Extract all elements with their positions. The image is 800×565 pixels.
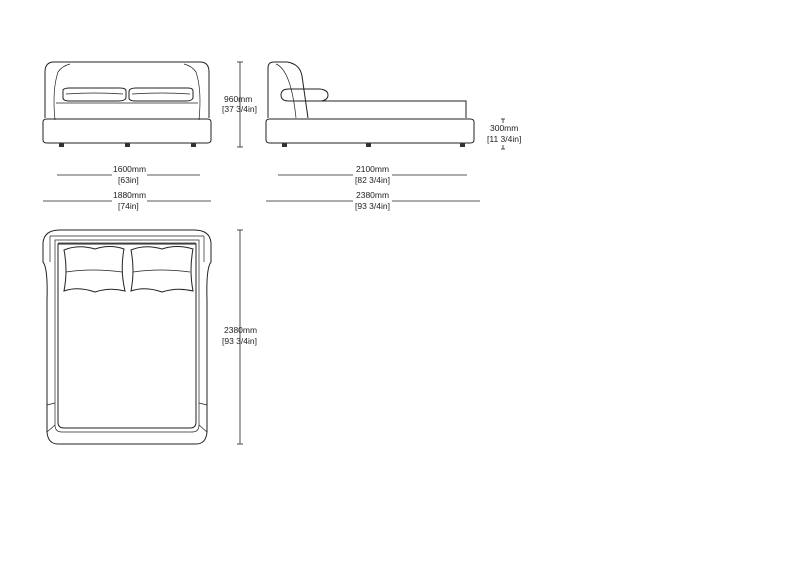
front-pillow-left: [62, 87, 127, 102]
side-inner-length-in: [82 3/4in]: [355, 175, 390, 185]
side-inner-length-mm: 2100mm: [356, 164, 389, 174]
top-length-dimension: [237, 229, 243, 445]
side-height-mm: 300mm: [490, 123, 518, 133]
front-headboard-wing-left: [53, 63, 71, 121]
side-length-dimensions: [266, 174, 480, 202]
side-height-in: [11 3/4in]: [487, 134, 521, 144]
side-base: [265, 118, 475, 144]
front-outer-width-mm: 1880mm: [113, 190, 146, 200]
side-foot-3: [460, 143, 465, 147]
front-height-in: [37 3/4in]: [222, 104, 257, 114]
front-pillow-right: [128, 87, 194, 102]
front-width-dimensions: [43, 174, 211, 202]
side-outer-length-in: [93 3/4in]: [355, 201, 390, 211]
side-foot-2: [366, 143, 371, 147]
side-view: [265, 61, 475, 147]
front-view: [42, 61, 212, 147]
front-base: [42, 118, 212, 144]
front-height-dimension: [237, 61, 243, 148]
top-view: [42, 229, 212, 445]
top-mattress: [57, 243, 197, 429]
front-foot-2: [125, 143, 130, 147]
front-foot-3: [191, 143, 196, 147]
front-foot-1: [59, 143, 64, 147]
side-outer-length-mm: 2380mm: [356, 190, 389, 200]
side-mattress: [300, 100, 467, 118]
front-inner-width-in: [63in]: [118, 175, 139, 185]
side-height-dimension: [501, 118, 505, 150]
top-length-mm: 2380mm: [224, 325, 257, 335]
front-height-mm: 960mm: [224, 94, 252, 104]
front-inner-width-mm: 1600mm: [113, 164, 146, 174]
top-length-in: [93 3/4in]: [222, 336, 257, 346]
top-outer-frame: [42, 229, 212, 445]
top-inner-frame: [54, 239, 200, 433]
top-pillow-right: [130, 246, 194, 293]
top-pillow-left: [63, 246, 126, 293]
front-outer-width-in: [74in]: [118, 201, 139, 211]
front-headboard-wing-right: [183, 63, 201, 121]
side-headboard: [267, 61, 309, 119]
front-headboard: [44, 61, 210, 118]
side-pillow: [280, 88, 329, 102]
side-foot-1: [282, 143, 287, 147]
